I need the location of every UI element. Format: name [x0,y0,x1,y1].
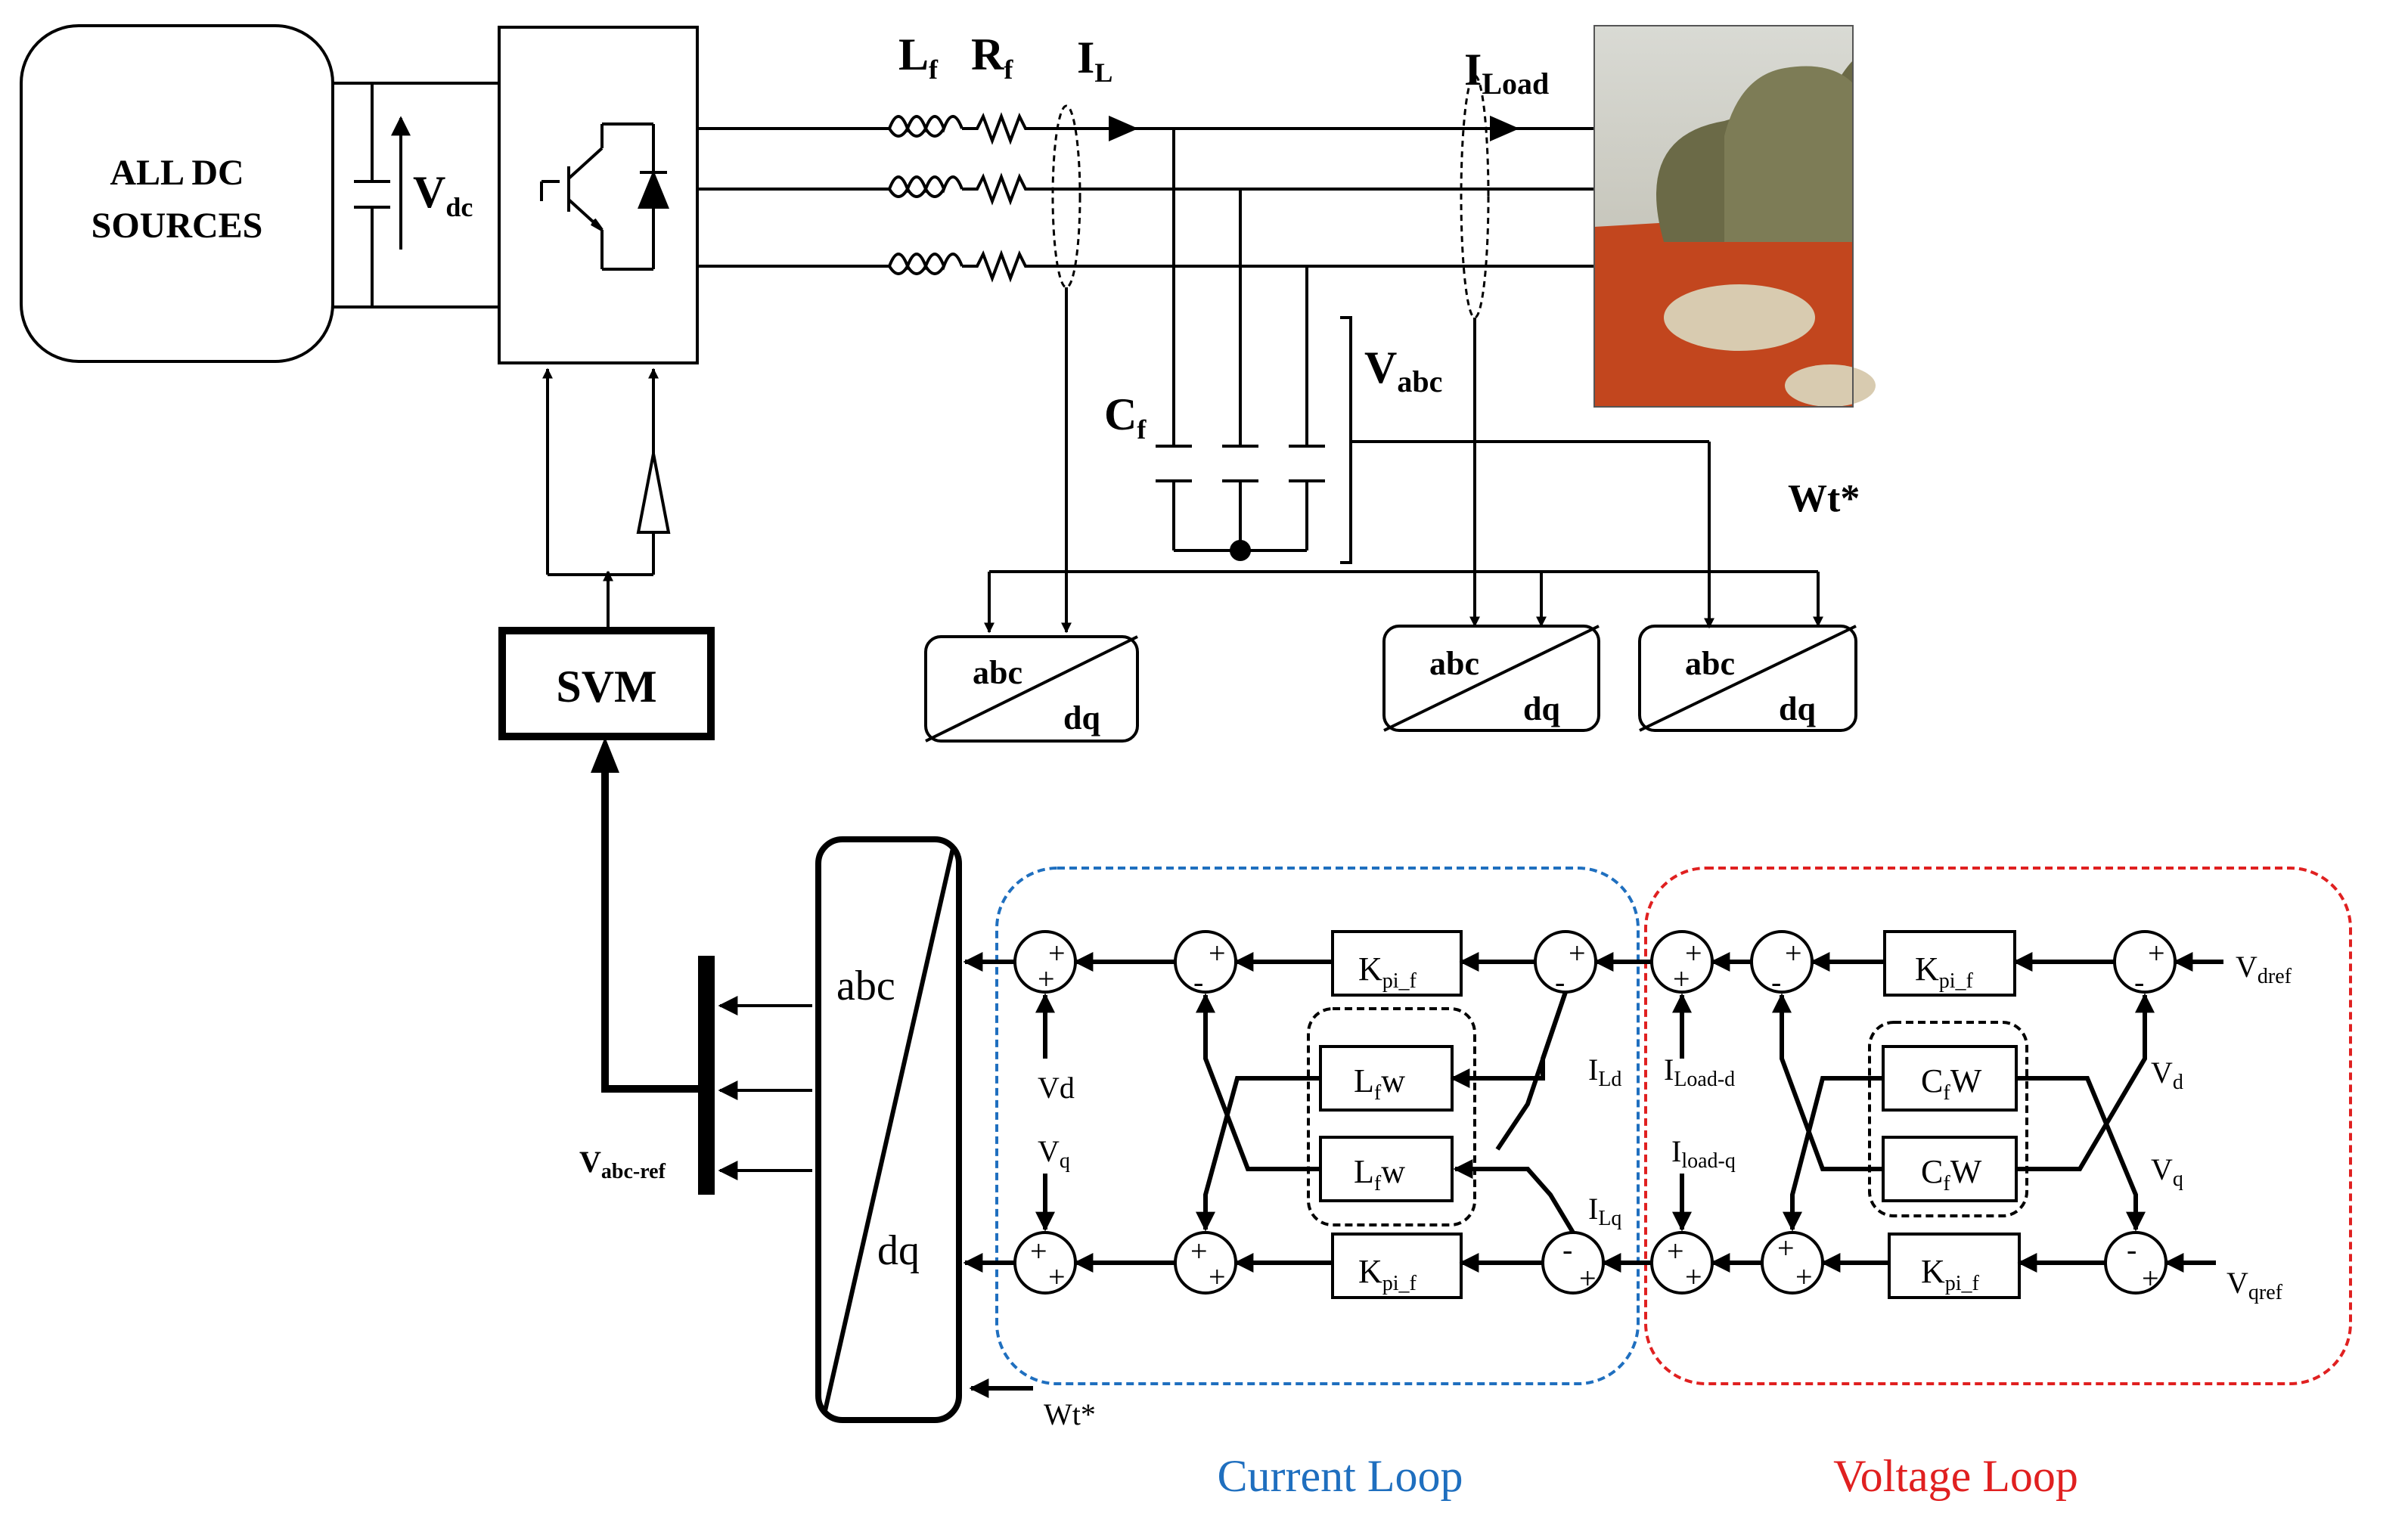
vabc-label: Vabc [1364,343,1442,398]
tx1-dq: dq [1063,699,1100,736]
vdc-label: Vdc [413,167,473,222]
ilq-label: ILq [1588,1192,1621,1230]
dc-sources-block [20,24,334,363]
svg-text:+: + [1667,1234,1684,1268]
inverter-block [498,26,699,364]
vdref-label: Vdref [2236,950,2292,988]
current-decoupling-frame [1307,1007,1476,1226]
control-loops [963,867,2352,1385]
vq-ff-label: Vq [1038,1134,1070,1173]
svg-text:+: + [1685,936,1702,970]
filter-capacitors [1156,129,1325,561]
svg-text:+: + [1777,1231,1795,1265]
svg-text:+: + [1685,1260,1702,1294]
iload-q-label: Iload-q [1671,1134,1736,1173]
svg-text:+: + [1579,1261,1597,1295]
current-pi-q-label: Kpi_f [1358,1253,1417,1295]
wt-top-label: Wt* [1788,477,1860,520]
rf-label: Rf [971,29,1013,85]
svg-text:+: + [1673,962,1690,996]
filter-inductors [888,115,964,275]
svg-text:-: - [2127,1233,2136,1267]
svg-text:+: + [1190,1234,1208,1268]
vd-ff-label: Vd [1038,1071,1075,1105]
labels: ALL DC SOURCES Vdc Lf Rf IL ILoad Vabc C… [92,29,2292,1501]
svg-text:+: + [2148,936,2165,970]
current-loop-frame [995,867,1640,1385]
svg-text:+: + [1569,936,1586,970]
svg-text:-: - [1771,965,1781,999]
svm-block [498,627,715,740]
tx1-abc: abc [973,654,1022,691]
ild-label: ILd [1588,1053,1621,1091]
svg-text:-: - [1562,1233,1572,1267]
svg-text:-: - [2134,965,2144,999]
vabc-bracket [1340,316,1352,564]
filter-resistors [962,112,1059,283]
voltage-loop-frame [1644,867,2352,1385]
svg-text:+: + [1038,962,1055,996]
abc-dq-transform-iload [1382,625,1600,732]
voltage-pi-d-label: Kpi_f [1915,950,1974,993]
tx2-abc: abc [1429,645,1479,682]
svg-text:+: + [1795,1260,1813,1294]
dc-link-capacitor [354,83,390,307]
lf-label: Lf [898,29,939,85]
abc-dq-transform-vabc [1638,625,1857,732]
cf-label: Cf [1104,389,1147,445]
svg-text:-: - [1555,965,1565,999]
sum-junction-d-mid [1174,930,1237,994]
gate-driver-buffer [636,453,671,534]
svg-text:+: + [1048,936,1066,970]
v-sum-junction-d-err [2113,930,2177,994]
inverse-tx-dq: dq [877,1227,920,1274]
il-label: IL [1077,33,1112,88]
cfw-1-label: CfW [1921,1062,1982,1105]
sources-label-line2: SOURCES [92,206,263,246]
igbt-symbol [540,122,669,271]
svg-text:+: + [2142,1261,2159,1295]
svg-text:+: + [1209,936,1226,970]
cfw-2-label: CfW [1921,1153,1982,1195]
svg-text:+: + [1048,1260,1066,1294]
svm-label: SVM [556,662,656,712]
lfw-2-label: Lfw [1354,1153,1405,1195]
tx2-dq: dq [1523,690,1560,727]
vd-meas-label: Vd [2151,1056,2183,1094]
power-stage [20,24,1857,1423]
current-pi-d-label: Kpi_f [1358,950,1417,993]
inverse-park-transform [815,836,962,1423]
lfw-1-label: Lfw [1354,1062,1405,1105]
inverse-tx-abc: abc [836,963,895,1009]
svg-text:-: - [1193,965,1203,999]
voltage-pi-q-label: Kpi_f [1921,1253,1980,1295]
iload-d-label: ILoad-d [1664,1053,1735,1091]
tx3-dq: dq [1779,690,1816,727]
voltage-loop-title: Voltage Loop [1833,1451,2078,1501]
load-photo [1593,25,1876,408]
sources-label-line1: ALL DC [110,153,244,193]
iload-label: ILoad [1464,45,1549,101]
svg-text:+: + [1030,1234,1047,1268]
vqref-label: Vqref [2226,1266,2283,1304]
svg-text:+: + [1209,1260,1226,1294]
vabc-ref-label: Vabc-ref [579,1145,666,1183]
voltage-decoupling-frame [1868,1021,2028,1217]
sum-junction-d-err [1534,930,1597,994]
current-loop-title: Current Loop [1218,1451,1463,1501]
vq-meas-label: Vq [2151,1152,2183,1191]
wt-bottom-label: Wt* [1044,1397,1096,1431]
tx3-abc: abc [1685,645,1735,682]
abc-dq-transform-il [924,635,1139,743]
il-sensor [1051,104,1081,289]
v-sum-junction-d-mid [1750,930,1814,994]
sum-signs: ++ +- +- ++ ++ -+ ++ +- +- ++ ++ -+ [1030,936,2165,1295]
svg-text:+: + [1785,936,1802,970]
iload-sensor [1460,74,1490,319]
